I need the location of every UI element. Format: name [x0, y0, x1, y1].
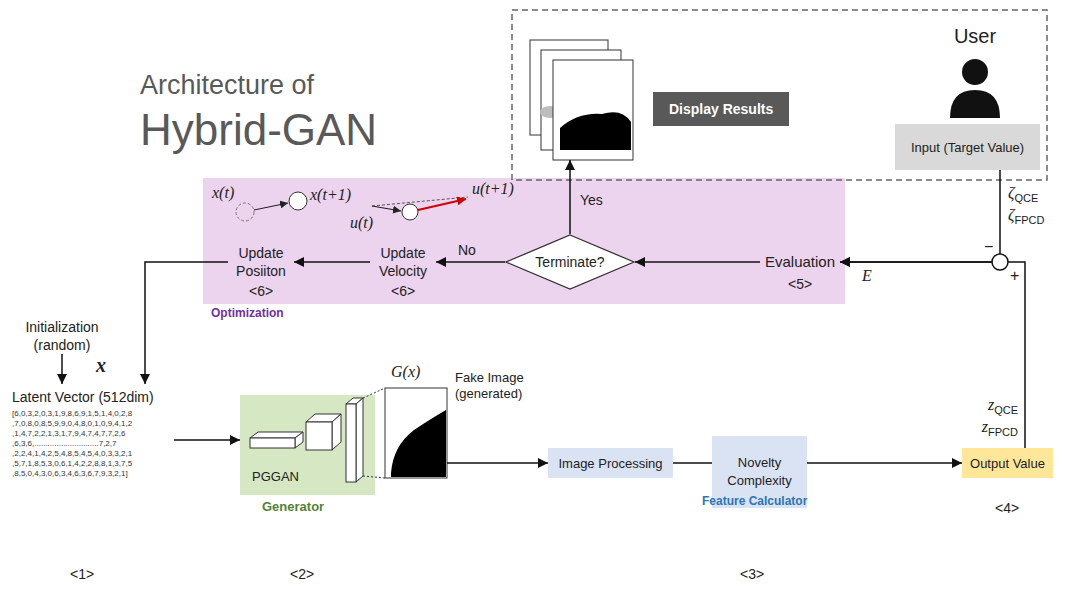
connector — [635, 261, 760, 263]
connector — [174, 439, 240, 441]
diamond-shape — [506, 235, 634, 289]
connector — [61, 354, 63, 384]
process-box: Image Processing — [548, 448, 673, 478]
target-symbol: ζQCE — [1008, 184, 1038, 204]
target-symbol: ζFPCD — [1008, 206, 1044, 226]
layer-block — [295, 432, 303, 448]
connector — [807, 462, 962, 464]
connector — [840, 170, 1000, 262]
step-label: Update Velocity — [370, 244, 436, 280]
feature-label: Novelty — [738, 454, 781, 472]
process-step: Update Velocity — [370, 244, 436, 280]
feature-heading: Feature Calculator — [702, 494, 807, 508]
image-frame — [385, 388, 447, 478]
new-velocity-arrow — [418, 199, 466, 210]
step-label: Update Posiiton — [228, 244, 294, 280]
process-step: Update Posiiton — [228, 244, 294, 280]
layer-block — [346, 404, 356, 482]
process-label: Image Processing — [558, 456, 662, 471]
feature-label: Complexity — [727, 472, 791, 490]
connector — [145, 262, 228, 384]
new-position — [289, 192, 307, 210]
generator-heading: Generator — [262, 499, 324, 514]
velocity-symbol: u(t) — [350, 214, 373, 232]
velocity-arrow — [372, 206, 401, 211]
connector — [673, 462, 712, 464]
image-symbol: G(x) — [391, 363, 420, 381]
layer-block — [250, 432, 303, 438]
user-label: User — [954, 25, 996, 48]
callout-number: <6> — [249, 283, 273, 299]
projection-line — [363, 388, 385, 398]
layer-block — [250, 438, 295, 448]
callout-number: <2> — [290, 566, 314, 582]
display-button: Display Results — [653, 92, 789, 126]
connector — [840, 262, 1025, 448]
callout-number: <4> — [995, 500, 1019, 516]
callout-number: <3> — [740, 566, 764, 582]
old-position — [236, 203, 254, 221]
velocity-symbol: u(t+1) — [472, 180, 514, 198]
user-body — [950, 90, 1000, 118]
connector — [294, 261, 370, 263]
connector — [447, 462, 548, 464]
sign-symbol: + — [1010, 267, 1019, 285]
input-label: Input (Target Value) — [911, 140, 1024, 155]
model-name: PGGAN — [252, 469, 299, 484]
layer-block — [356, 398, 363, 482]
callout-number: <1> — [70, 566, 94, 582]
feature-box: NoveltyComplexityFeature Calculator — [712, 436, 807, 508]
sign-symbol: − — [984, 238, 993, 256]
sum-junction — [992, 254, 1008, 270]
connector — [569, 160, 571, 234]
edge-label: No — [456, 242, 478, 258]
step-label: Initialization (random) — [12, 318, 112, 354]
diagram-title: Architecture of Hybrid-GAN — [140, 54, 392, 155]
step-label: Evaluation — [765, 252, 835, 272]
vector-heading: Latent Vector (512dim) — [12, 388, 154, 406]
layer-block — [306, 422, 332, 450]
image-caption: Fake Image (generated) — [455, 370, 535, 402]
output-symbol: zFPCD — [966, 418, 1018, 438]
callout-number: <5> — [788, 276, 812, 292]
position-symbol: x(t+1) — [310, 186, 351, 204]
init-step: Initialization (random) — [12, 318, 112, 354]
layer-block — [332, 414, 341, 450]
result-page — [553, 60, 633, 160]
input-box: Input (Target Value) — [895, 124, 1040, 170]
error-symbol: E — [862, 267, 872, 285]
display-frame — [512, 10, 1047, 180]
output-label: Output Value — [970, 456, 1045, 471]
edge-label: Yes — [578, 192, 605, 208]
decision-label: Terminate? — [535, 254, 604, 270]
connector — [436, 261, 505, 263]
output-symbol: zQCE — [966, 396, 1018, 416]
process-step: Evaluation — [760, 252, 840, 272]
vector-values: [6,0,3,2,0,3,1,9,8,6,9,1,5,1,4,0,2,8 ,7,… — [12, 409, 142, 479]
particle — [402, 204, 418, 220]
car-silhouette — [560, 112, 631, 150]
band-heading: Optimization — [211, 306, 284, 320]
position-symbol: x(t) — [212, 184, 234, 202]
callout-number: <6> — [391, 283, 415, 299]
user-head — [962, 59, 988, 85]
latent-vector: Latent Vector (512dim) [6,0,3,2,0,3,1,9,8… — [12, 384, 174, 480]
output-box: Output Value — [962, 448, 1053, 478]
decision-diamond: Terminate? — [505, 234, 635, 290]
generated-shape — [391, 410, 446, 477]
move-arrow — [254, 203, 288, 210]
projection-line — [363, 476, 385, 478]
vector-symbol: x — [96, 354, 106, 377]
